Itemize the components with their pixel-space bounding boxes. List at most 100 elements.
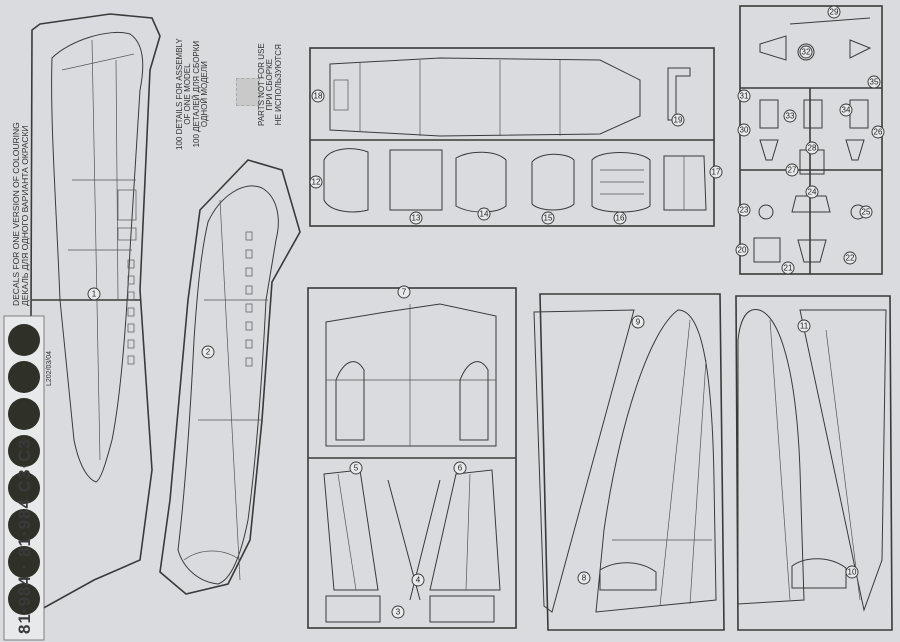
- part-number: 10: [845, 565, 859, 579]
- svg-text:14: 14: [480, 210, 489, 219]
- sprue-fuselage-left: [29, 13, 161, 611]
- decal-roundel: [8, 361, 40, 393]
- svg-text:29: 29: [830, 8, 839, 17]
- part-number: 7: [397, 285, 411, 299]
- unused-part-swatch: [236, 78, 260, 106]
- svg-text:27: 27: [788, 166, 797, 175]
- assembly-note: 100 DETAILS FOR ASSEMBLY OF ONE MODEL 10…: [175, 38, 210, 150]
- svg-text:24: 24: [808, 188, 817, 197]
- part-number: 18: [311, 89, 325, 103]
- decal-roundel: [8, 472, 40, 504]
- svg-text:35: 35: [870, 78, 879, 87]
- part-number: 29: [827, 5, 841, 19]
- wing-half-10-11: [737, 309, 887, 612]
- sprue-tail: [307, 287, 517, 629]
- engine-nacelle-18: [329, 57, 641, 137]
- svg-text:11: 11: [800, 322, 809, 331]
- svg-text:12: 12: [312, 178, 321, 187]
- sprue-wing-left: [539, 293, 725, 631]
- fuselage-half-1: [51, 31, 144, 483]
- wing-half-8-9: [533, 309, 717, 613]
- part-number: 5: [349, 461, 363, 475]
- part-number: 24: [805, 185, 819, 199]
- svg-text:26: 26: [874, 128, 883, 137]
- part-number: 27: [785, 163, 799, 177]
- part-number: 1: [87, 287, 101, 301]
- part-number: 2: [201, 345, 215, 359]
- svg-text:28: 28: [808, 144, 817, 153]
- part-number: 9: [631, 315, 645, 329]
- sprue-fuselage-right: [159, 159, 301, 595]
- fins-3-4: [325, 595, 495, 623]
- svg-text:4: 4: [416, 576, 421, 585]
- fuselage-half-2: [177, 185, 279, 585]
- svg-text:18: 18: [314, 92, 323, 101]
- decal-roundel: [8, 546, 40, 578]
- decal-roundel: [8, 324, 40, 356]
- svg-text:34: 34: [842, 106, 851, 115]
- svg-text:22: 22: [846, 254, 855, 263]
- svg-text:31: 31: [740, 92, 749, 101]
- part-number: 32: [799, 45, 813, 59]
- decal-roundel: [8, 583, 40, 615]
- decal-note-ru: ДЕКАЛЬ ДЛЯ ОДНОГО ВАРИАНТА ОКРАСКИ: [19, 125, 30, 306]
- decal-codes-text: 81·984 · 81·984 C3·C3: [15, 438, 34, 634]
- part-number: 28: [805, 141, 819, 155]
- part-number: 11: [797, 319, 811, 333]
- part-number: 23: [737, 203, 751, 217]
- svg-text:25: 25: [862, 208, 871, 217]
- svg-text:1: 1: [92, 290, 97, 299]
- part-number: 19: [671, 113, 685, 127]
- catalog-number-text: L202/03/04: [46, 350, 53, 386]
- part-number: 12: [309, 175, 323, 189]
- part-number: 3: [391, 605, 405, 619]
- svg-text:20: 20: [738, 246, 747, 255]
- svg-text:3: 3: [396, 608, 401, 617]
- part-number: 15: [541, 211, 555, 225]
- part-number: 8: [577, 571, 591, 585]
- part-numbers: 1 2 3 4 5 6 7 8 9 10 11 12 13 14 15 16 1…: [87, 5, 885, 619]
- part-number: 14: [477, 207, 491, 221]
- svg-text:19: 19: [674, 116, 683, 125]
- sprue-canopy: [309, 47, 715, 227]
- svg-text:10: 10: [848, 568, 857, 577]
- canopy-parts: [323, 148, 707, 213]
- svg-text:8: 8: [582, 574, 587, 583]
- decal-roundel: [8, 509, 40, 541]
- tail-plane-7: [325, 303, 497, 447]
- svg-text:30: 30: [740, 126, 749, 135]
- part-number: 13: [409, 211, 423, 225]
- part-number: 35: [867, 75, 881, 89]
- part-number: 20: [735, 243, 749, 257]
- part-number: 6: [453, 461, 467, 475]
- decal-roundel: [8, 435, 40, 467]
- svg-text:6: 6: [458, 464, 463, 473]
- part-number: 30: [737, 123, 751, 137]
- bracket-19: [667, 67, 691, 121]
- small-parts: [753, 17, 872, 263]
- part-number: 17: [709, 165, 723, 179]
- sprue-wing-right: [735, 295, 893, 631]
- not-for-use-ru-2: НЕ ИСПОЛЬЗУЮТСЯ: [273, 44, 283, 126]
- svg-text:15: 15: [544, 214, 553, 223]
- svg-text:23: 23: [740, 206, 749, 215]
- catalog-number: L202/03/04: [46, 351, 53, 386]
- decal-note: DECALS FOR ONE VERSION OF COLOURING ДЕКА…: [11, 122, 30, 306]
- not-for-use-note: PARTS NOT FOR USE ПРИ СБОРКЕ НЕ ИСПОЛЬЗУ…: [257, 43, 283, 126]
- svg-text:7: 7: [402, 288, 407, 297]
- part-number: 22: [843, 251, 857, 265]
- part-number: 26: [871, 125, 885, 139]
- svg-text:5: 5: [354, 464, 359, 473]
- part-number: 25: [859, 205, 873, 219]
- decal-sheet: [3, 315, 45, 641]
- svg-text:13: 13: [412, 214, 421, 223]
- sprue-small-parts: [739, 5, 883, 275]
- assembly-note-ru-2: ОДНОЙ МОДЕЛИ: [200, 61, 210, 128]
- svg-text:17: 17: [712, 168, 721, 177]
- part-number: 34: [839, 103, 853, 117]
- svg-text:21: 21: [784, 264, 793, 273]
- part-number: 4: [411, 573, 425, 587]
- part-number: 16: [613, 211, 627, 225]
- part-number: 21: [781, 261, 795, 275]
